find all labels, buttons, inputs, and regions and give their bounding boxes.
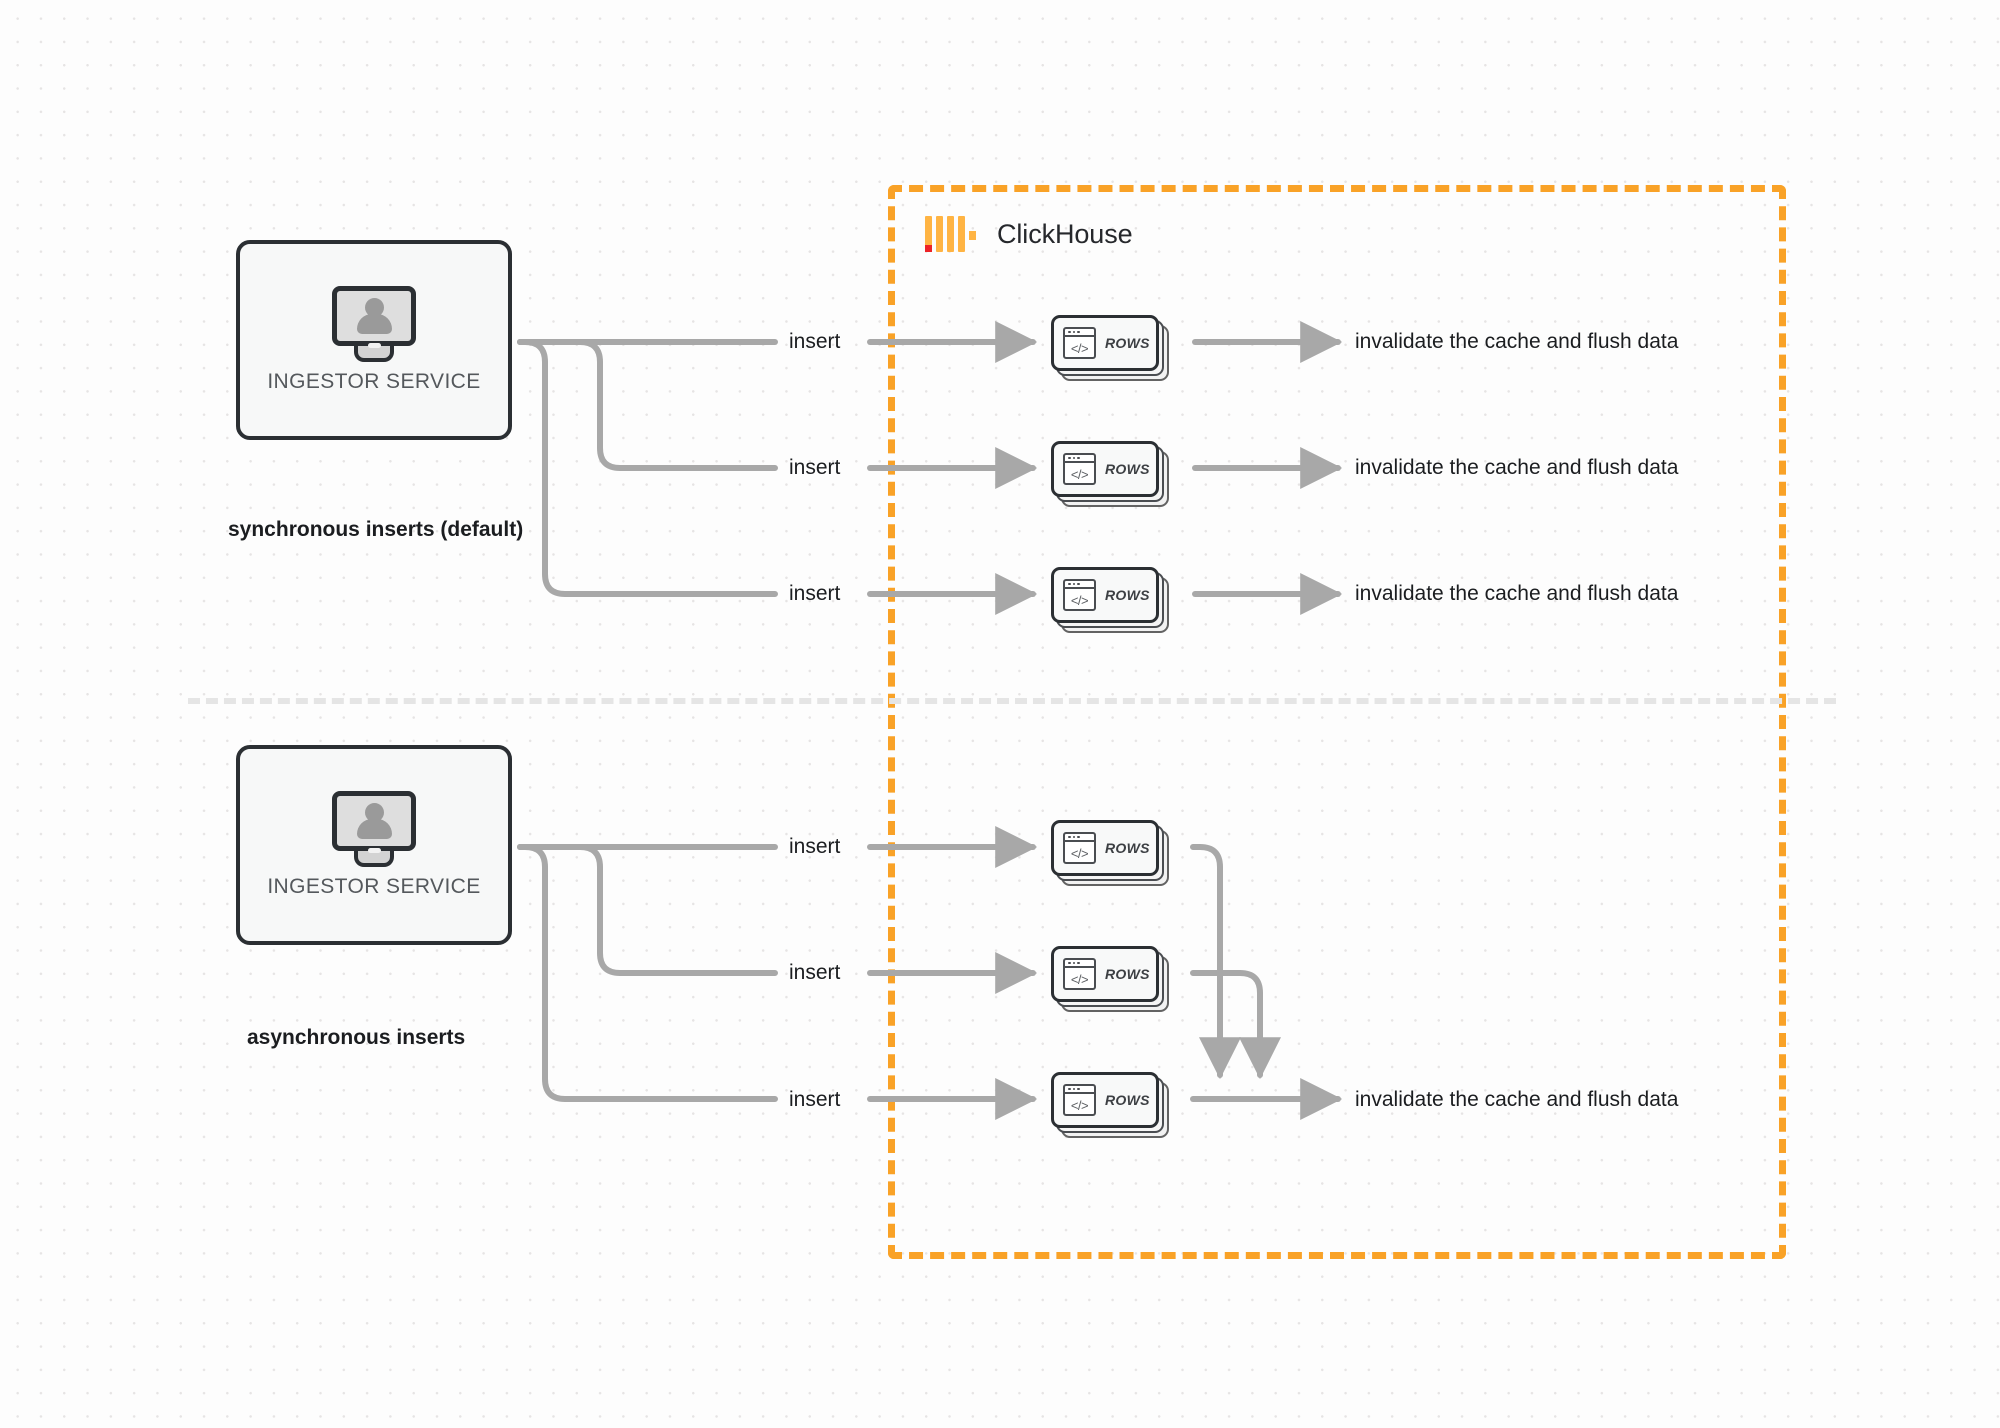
ingestor-service-label: INGESTOR SERVICE <box>267 370 481 393</box>
edge-label-insert-sync-2: insert <box>789 456 841 479</box>
clickhouse-logo <box>925 216 976 252</box>
wire-async-fanout-3 <box>517 844 778 1102</box>
rows-card-sync-2[interactable]: </> ROWS <box>1051 441 1169 507</box>
edge-label-insert-async-1: insert <box>789 835 841 858</box>
rows-card-label: ROWS <box>1105 461 1150 477</box>
ingestor-service-label: INGESTOR SERVICE <box>267 875 481 898</box>
code-window-icon: </> <box>1063 327 1096 359</box>
ingestor-service-async[interactable]: INGESTOR SERVICE <box>236 745 512 945</box>
ingestor-service-sync[interactable]: INGESTOR SERVICE <box>236 240 512 440</box>
mode-label-asynchronous: asynchronous inserts <box>247 1026 466 1049</box>
sink-label-sync-2: invalidate the cache and flush data <box>1355 456 1679 479</box>
clickhouse-brand: ClickHouse <box>925 216 1133 252</box>
rows-card-async-2[interactable]: </> ROWS <box>1051 946 1169 1012</box>
rows-card-label: ROWS <box>1105 335 1150 351</box>
clickhouse-boundary <box>888 185 1786 1259</box>
rows-card-label: ROWS <box>1105 1092 1150 1108</box>
sink-label-sync-3: invalidate the cache and flush data <box>1355 582 1679 605</box>
rows-card-label: ROWS <box>1105 587 1150 603</box>
code-window-icon: </> <box>1063 1084 1096 1116</box>
wire-sync-fanout-3 <box>517 339 778 597</box>
code-window-icon: </> <box>1063 832 1096 864</box>
monitor-user-icon <box>332 791 416 867</box>
code-window-icon: </> <box>1063 958 1096 990</box>
rows-card-async-3[interactable]: </> ROWS <box>1051 1072 1169 1138</box>
rows-card-label: ROWS <box>1105 840 1150 856</box>
rows-card-async-1[interactable]: </> ROWS <box>1051 820 1169 886</box>
edge-label-insert-sync-1: insert <box>789 330 841 353</box>
clickhouse-title: ClickHouse <box>997 218 1133 249</box>
wire-sync-fanout-2 <box>517 339 778 471</box>
mode-label-synchronous: synchronous inserts (default) <box>228 518 524 541</box>
sink-label-sync-1: invalidate the cache and flush data <box>1355 330 1679 353</box>
wire-async-fanout-2 <box>517 844 778 976</box>
edge-label-insert-async-2: insert <box>789 961 841 984</box>
rows-card-label: ROWS <box>1105 966 1150 982</box>
code-window-icon: </> <box>1063 453 1096 485</box>
rows-card-sync-3[interactable]: </> ROWS <box>1051 567 1169 633</box>
edge-label-insert-sync-3: insert <box>789 582 841 605</box>
sink-label-async-merged: invalidate the cache and flush data <box>1355 1088 1679 1111</box>
code-window-icon: </> <box>1063 579 1096 611</box>
rows-card-sync-1[interactable]: </> ROWS <box>1051 315 1169 381</box>
monitor-user-icon <box>332 286 416 362</box>
section-divider <box>188 698 1836 704</box>
edge-label-insert-async-3: insert <box>789 1088 841 1111</box>
